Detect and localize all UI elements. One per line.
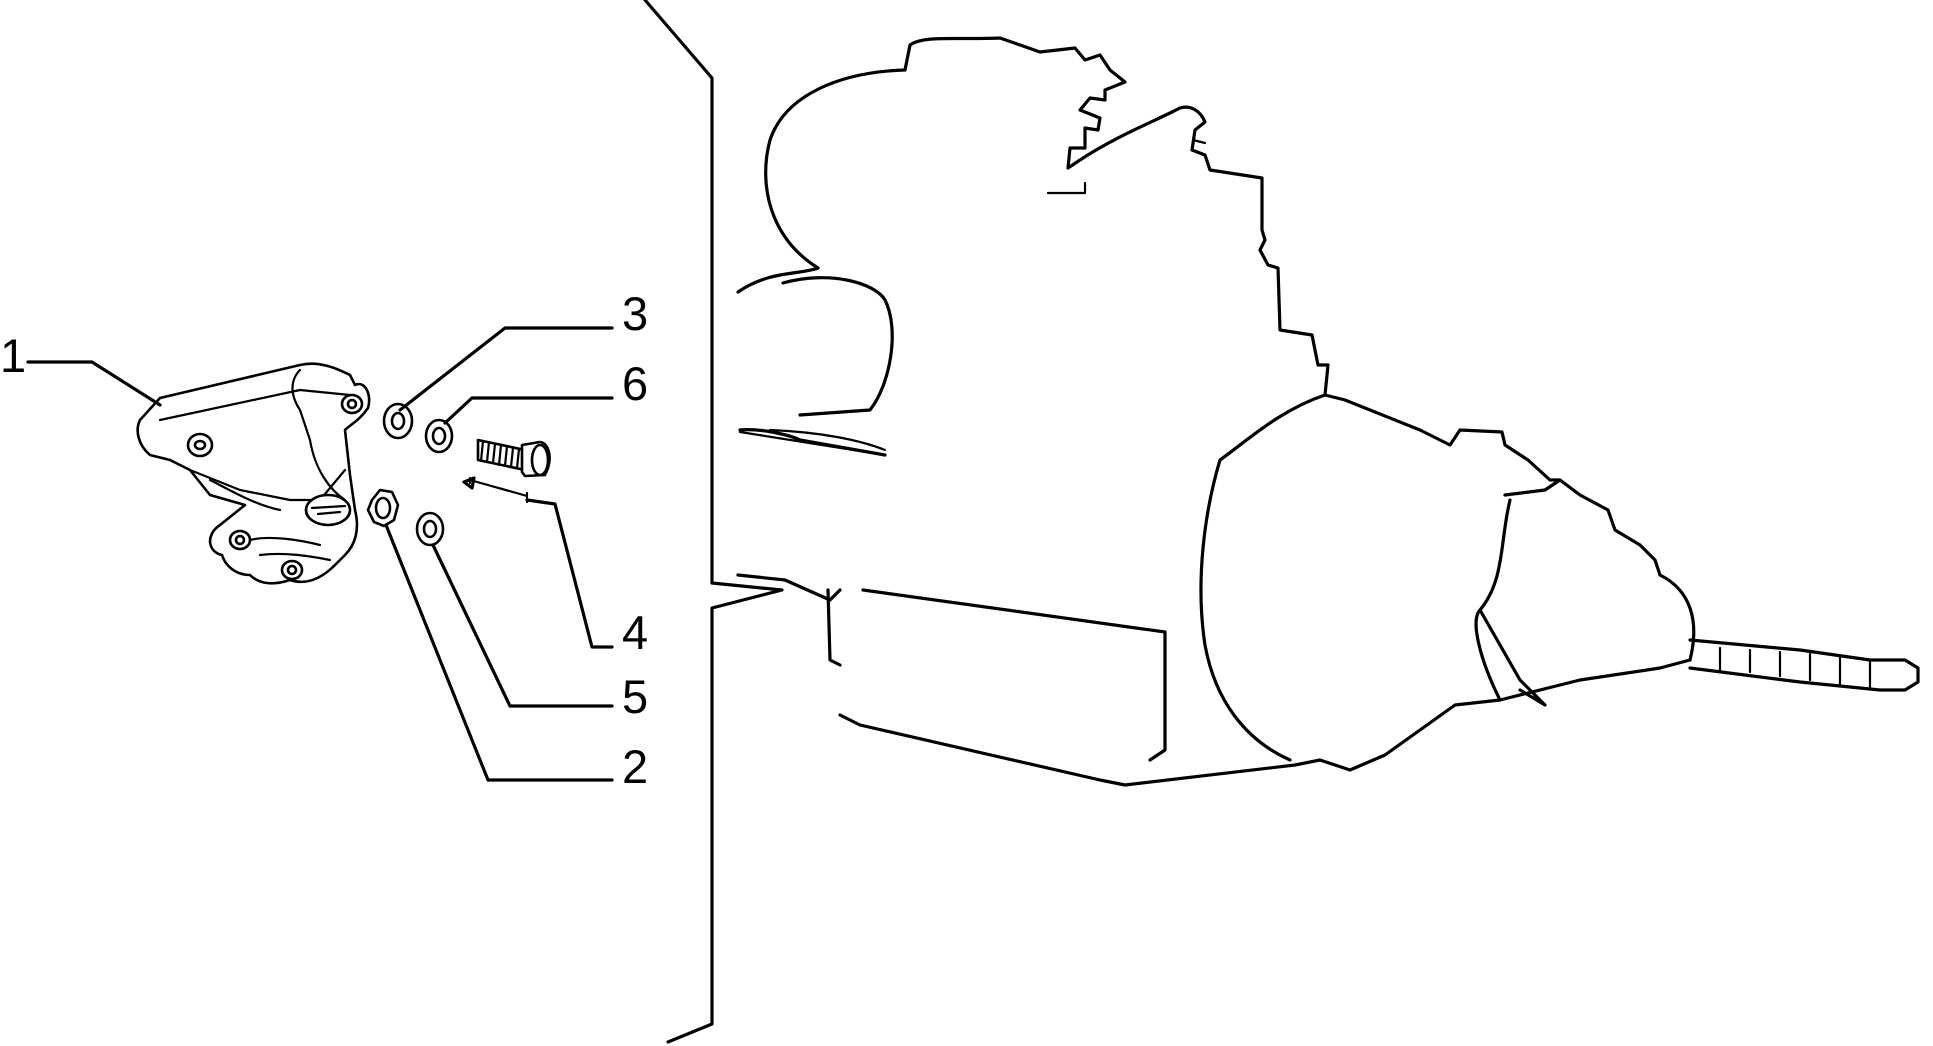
- part-4-bolt: [462, 438, 551, 504]
- callout-6: 6: [622, 357, 648, 410]
- part-5-washer: [415, 511, 445, 547]
- part-6-washer: [424, 418, 454, 454]
- leader-lines: [26, 326, 614, 782]
- callout-4: 4: [622, 606, 648, 659]
- callout-labels: 1 3 6 4 5 2: [0, 287, 648, 793]
- callout-3: 3: [622, 287, 648, 340]
- callout-5: 5: [622, 670, 648, 723]
- callout-1: 1: [0, 329, 26, 382]
- transmission-outline: [736, 36, 1920, 787]
- part-2-nut: [366, 488, 400, 528]
- callout-2: 2: [622, 740, 648, 793]
- section-divider: [643, 0, 784, 1044]
- part-1-mounting-bracket: [136, 362, 371, 585]
- part-3-washer: [382, 402, 414, 440]
